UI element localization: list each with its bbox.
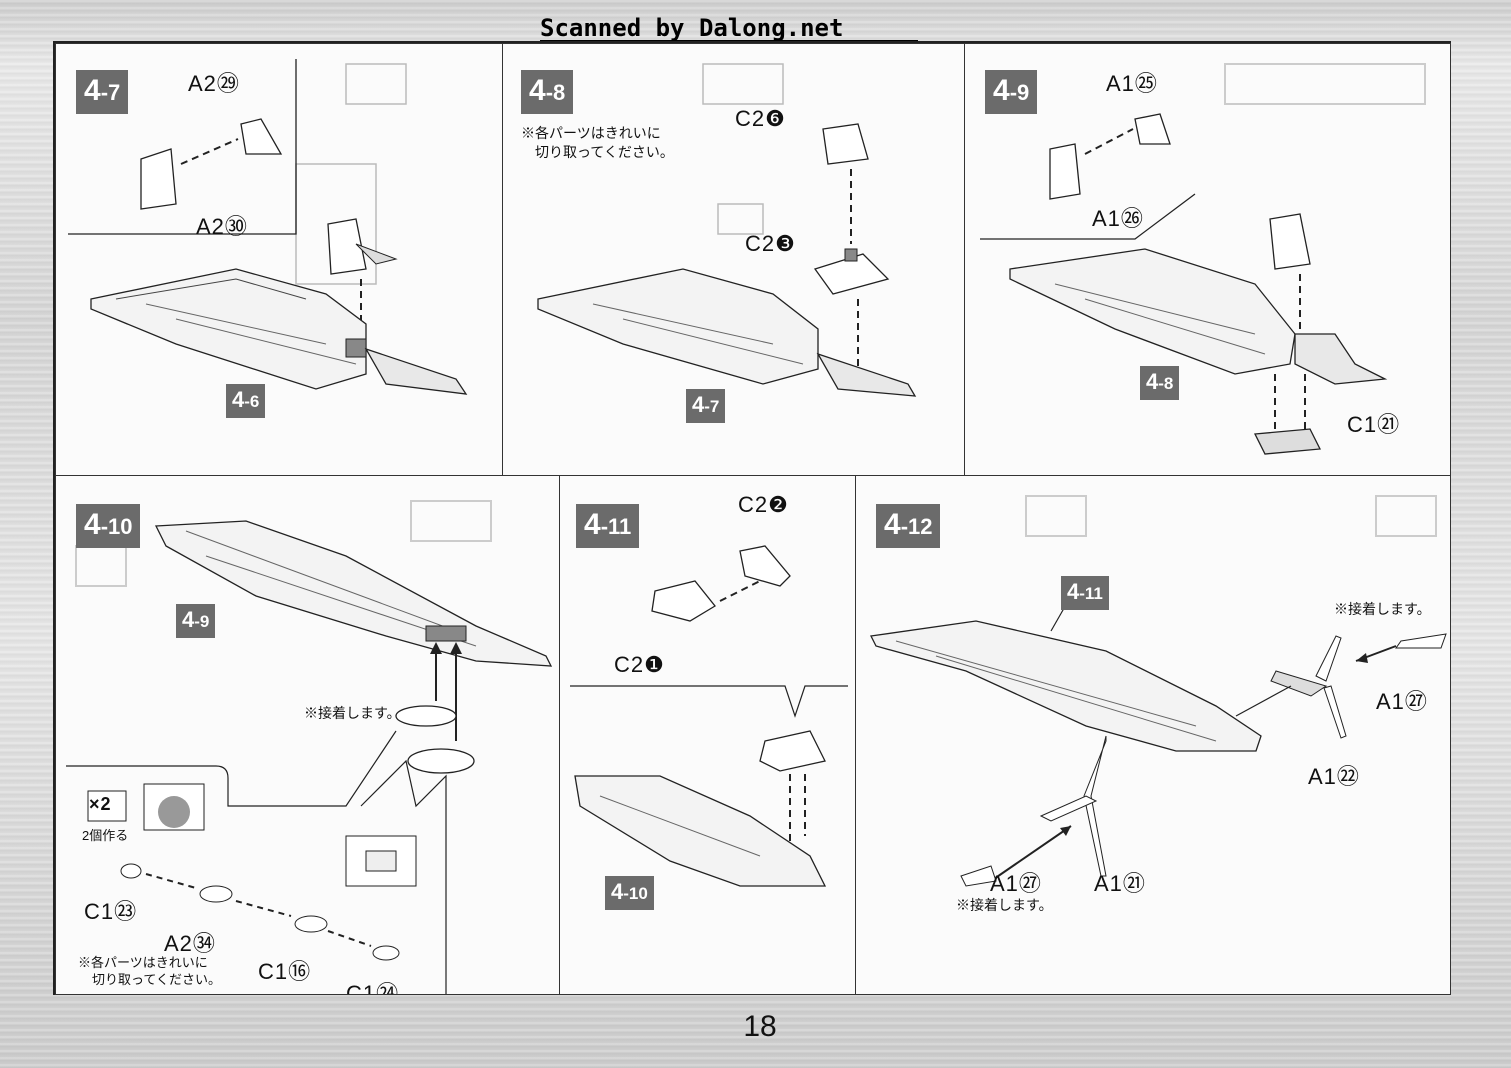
- ship-assembly-drawing: [66, 500, 553, 994]
- part-label: C2❻: [735, 106, 786, 131]
- glue-note: ※接着します。: [956, 897, 1053, 913]
- part-label: C1㉑: [1347, 412, 1401, 437]
- reference-step-badge: 4-8: [1140, 366, 1180, 400]
- quantity-multiplier: ×2: [89, 794, 112, 814]
- step-number: 4: [529, 74, 546, 107]
- reference-step-badge: 4-10: [605, 876, 654, 910]
- ref-number: 4: [182, 607, 195, 632]
- make-two-note: 2個作る: [82, 828, 129, 843]
- ship-assembly-drawing: [570, 545, 848, 887]
- step-subnumber: -7: [100, 80, 121, 105]
- part-label: C1㉔: [346, 981, 400, 995]
- step-number: 4: [84, 74, 101, 107]
- reference-step-badge: 4-7: [686, 389, 726, 423]
- step-badge: 4-9: [985, 70, 1038, 114]
- note-line: ※各パーツはきれいに: [78, 955, 208, 970]
- ref-number: 4: [611, 879, 624, 904]
- ref-number: 4: [1067, 579, 1080, 604]
- part-label: A2㉙: [188, 71, 240, 96]
- note-line: 切り取ってください。: [535, 144, 674, 160]
- ship-assembly-drawing: [537, 63, 917, 397]
- part-label: A1㉗: [1376, 689, 1428, 714]
- step-panel-4-9: 4-9 A1㉕ A1㉖ C1㉑ 4-8: [964, 43, 1451, 476]
- ref-number: 4: [232, 387, 245, 412]
- part-label: A1㉑: [1094, 871, 1146, 896]
- step-panel-4-10: 4-10 4-9 ※接着します。 ×2 2個作る C1㉓ A2㉞ C1⑯ C1㉔…: [55, 475, 560, 995]
- step-badge: 4-7: [76, 70, 129, 114]
- glue-note: ※接着します。: [304, 705, 401, 721]
- note-line: 切り取ってください。: [92, 972, 221, 987]
- part-label: C2❷: [738, 492, 789, 517]
- ref-number: 4: [1146, 369, 1159, 394]
- step-panel-4-11: 4-11 C2❷ C2❶ 4-10: [559, 475, 856, 995]
- reference-step-badge: 4-6: [226, 384, 266, 418]
- cut-note: ※各パーツはきれいに 切り取ってください。: [78, 954, 221, 988]
- ship-assembly-drawing: [980, 63, 1426, 455]
- step-subnumber: -9: [1009, 80, 1030, 105]
- page-number: 18: [743, 1010, 777, 1043]
- part-label: A1㉗: [990, 871, 1042, 896]
- ref-subnumber: -9: [194, 612, 210, 631]
- step-badge: 4-11: [576, 504, 640, 548]
- ref-subnumber: -7: [704, 397, 720, 416]
- step-badge: 4-8: [521, 70, 574, 114]
- step-badge: 4-12: [876, 504, 941, 548]
- ship-assembly-drawing: [870, 495, 1447, 887]
- step-panel-4-8: 4-8 ※各パーツはきれいに 切り取ってください。 C2❻ C2❸ 4-7: [502, 43, 965, 476]
- scan-watermark: Scanned by Dalong.net: [540, 14, 844, 42]
- ref-subnumber: -10: [623, 884, 648, 903]
- instruction-sheet: 4-7 A2㉙ A2㉚ 4-6 4-8 ※各パーツはきれいに: [53, 41, 1451, 995]
- ref-number: 4: [692, 392, 705, 417]
- ref-subnumber: -8: [1158, 374, 1174, 393]
- step-subnumber: -11: [600, 514, 632, 539]
- step-panel-4-7: 4-7 A2㉙ A2㉚ 4-6: [55, 43, 503, 476]
- step-number: 4: [884, 508, 901, 541]
- part-label: A2㉞: [164, 931, 216, 956]
- step-number: 4: [584, 508, 601, 541]
- ref-subnumber: -11: [1079, 584, 1103, 603]
- step-number: 4: [993, 74, 1010, 107]
- reference-step-badge: 4-9: [176, 604, 216, 638]
- step-subnumber: -10: [100, 514, 133, 539]
- ship-assembly-drawing: [68, 59, 468, 395]
- part-label: C1⑯: [258, 959, 312, 984]
- step-number: 4: [84, 508, 101, 541]
- glue-note: ※接着します。: [1334, 601, 1431, 617]
- cut-note: ※各パーツはきれいに 切り取ってください。: [521, 124, 674, 162]
- note-line: ※各パーツはきれいに: [521, 125, 661, 141]
- part-label: C2❸: [745, 231, 796, 256]
- step-badge: 4-10: [76, 504, 141, 548]
- reference-step-badge: 4-11: [1061, 576, 1109, 610]
- part-label: A1㉖: [1092, 206, 1144, 231]
- part-label: A2㉚: [196, 214, 248, 239]
- part-label: C2❶: [614, 652, 665, 677]
- ref-subnumber: -6: [244, 392, 260, 411]
- step-subnumber: -8: [545, 80, 566, 105]
- part-label: C1㉓: [84, 899, 138, 924]
- part-label: A1㉕: [1106, 71, 1158, 96]
- part-label: A1㉒: [1308, 764, 1360, 789]
- step-subnumber: -12: [900, 514, 933, 539]
- step-panel-4-12: 4-12 4-11 ※接着します。 A1㉗ A1㉒ A1㉗ A1㉑ ※接着します…: [855, 475, 1451, 995]
